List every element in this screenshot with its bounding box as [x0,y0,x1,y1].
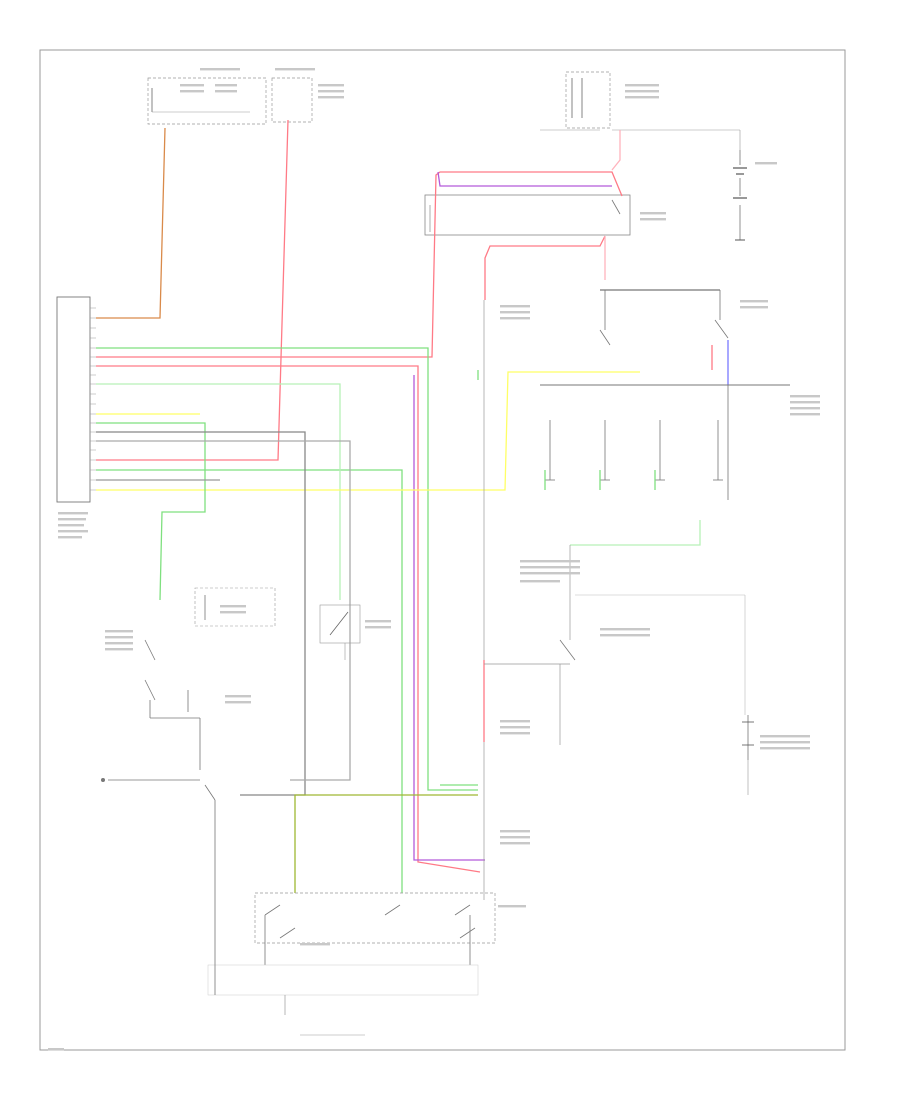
fuse-box-1 [147,77,267,125]
wire-olive [294,794,478,893]
indicator-lamp-icon [742,715,754,795]
module-pin-ticks [90,307,96,491]
wire-green-stop [96,422,206,601]
wire-purple-top [437,171,612,187]
wire-gray-2 [96,440,351,781]
control-switches [264,904,476,965]
ground-symbol-icon [101,778,105,782]
wire-green-1 [96,347,478,791]
wire-green-2 [96,469,403,893]
control-switch-box [254,892,496,944]
left-switch-group [108,587,276,995]
wire-lightgreen-lamps [570,520,701,546]
ground-box [207,964,479,996]
switch-sensor-icon [319,604,361,660]
control-module-block [56,296,91,503]
faint-label-marks [48,68,820,1051]
wire-red-1 [96,171,623,358]
wire-gray-1 [96,431,306,796]
fuse-box-2 [271,77,313,123]
battery-icon [733,150,747,241]
wire-pink-fuse3 [611,130,621,171]
wire-red-fuse2 [96,119,289,461]
wire-pink-relay [484,235,606,300]
diagram-border [39,49,846,1051]
wire-red-2 [96,365,481,873]
wire-lightgreen [96,383,341,600]
lamp-columns [545,420,723,481]
wire-yellow-2 [96,371,640,491]
fuse-box-3 [565,71,611,129]
wire-orange-fuse [96,127,166,319]
main-relay-box [424,194,631,236]
wire-purple-down [413,375,485,861]
